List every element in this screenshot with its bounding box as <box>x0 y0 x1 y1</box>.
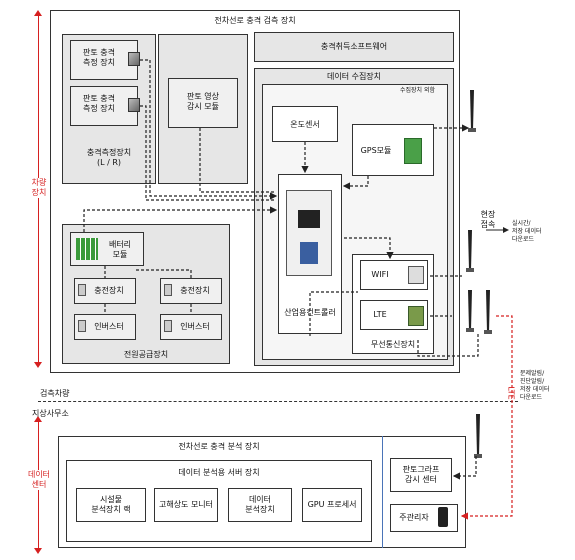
gpu-label: GPU 프로세서 <box>307 500 357 509</box>
wifi-label: WIFI <box>371 270 389 279</box>
gps-label: GPS모듈 <box>360 146 392 155</box>
analyzer-box: 데이터 분석장치 <box>228 488 292 522</box>
lte-label: LTE <box>373 310 387 319</box>
monitor-label: 고해상도 모니터 <box>158 500 214 509</box>
line-sensor1-controller <box>140 59 278 200</box>
sensor-2-icon <box>128 98 140 112</box>
video-module-label: 판토 영상 감시 모듈 <box>187 92 219 111</box>
analysis-divider <box>382 436 383 548</box>
impact-sensor-1-label: 판토 충격 측정 장치 <box>83 48 115 67</box>
section-divider <box>38 401 518 402</box>
datacenter-label: 데이터 센터 <box>24 470 54 490</box>
monitoring-center-label: 판토그라프 감시 센터 <box>402 465 440 484</box>
impact-sensor-2-label: 판토 충격 측정 장치 <box>83 94 115 113</box>
monitoring-center-box: 판토그라프 감시 센터 <box>390 458 452 492</box>
software-box <box>254 32 454 62</box>
controller-label: 산업용컨트롤러 <box>284 308 336 317</box>
datacenter-bracket-arrow-bottom <box>34 548 42 554</box>
vehicle-label: 차량 장치 <box>26 178 52 198</box>
antenna-site-icon <box>468 230 472 270</box>
battery-label: 배터리 모듈 <box>108 240 132 259</box>
wireless-label: 무선통신장치 <box>370 340 416 349</box>
rack-label: 시설물 분석장치 랙 <box>91 495 131 514</box>
vehicle-bracket-arrow-top <box>34 10 42 16</box>
analysis-device-title: 전차선로 충격 분석 장치 <box>178 442 260 451</box>
inverter-2-label: 인버스터 <box>180 322 210 331</box>
antenna-center-icon <box>476 414 480 456</box>
temp-sensor-label: 온도센서 <box>290 120 320 129</box>
charger-2-label: 충전장치 <box>180 286 210 295</box>
antenna-lte1-icon <box>468 290 472 330</box>
server-title: 데이터 분석용 서버 장치 <box>178 468 260 477</box>
rack-box: 시설물 분석장치 랙 <box>76 488 146 522</box>
sensor-1-icon <box>128 52 140 66</box>
controller-chip-icon <box>298 210 320 228</box>
daq-subtitle: 수집장치 외함 <box>400 87 436 94</box>
datacenter-bracket-arrow-top <box>34 416 42 422</box>
phone-icon <box>438 507 448 527</box>
impact-measure-group-label: 충격측정장치 (L / R) <box>86 148 132 167</box>
video-module-inner <box>168 78 238 128</box>
alarm-label: 문제알림/ 진단알림/ 저장 데이터 다운로드 <box>520 370 550 401</box>
software-label: 충격취득소프트웨어 <box>320 42 388 51</box>
lte-chip-icon <box>408 306 424 326</box>
monitor-box: 고해상도 모니터 <box>154 488 218 522</box>
charger-1-label: 충전장치 <box>94 286 124 295</box>
inverter-2-icon <box>164 320 172 332</box>
inverter-1-label: 인버스터 <box>94 322 124 331</box>
vehicle-bracket-arrow-bottom <box>34 362 42 368</box>
controller-chip2-icon <box>300 242 318 264</box>
inspection-vehicle-label: 검측차량 <box>40 389 70 398</box>
gps-chip-icon <box>404 138 422 164</box>
gpu-box: GPU 프로세서 <box>302 488 362 522</box>
charger-1 <box>74 278 136 304</box>
inverter-1-icon <box>78 320 86 332</box>
antennas <box>468 90 490 456</box>
antenna-gps-icon <box>470 90 474 130</box>
power-supply-label: 전원공급장치 <box>123 350 169 359</box>
ground-office-label: 지상사무소 <box>32 409 69 418</box>
site-access-label: 현장 접속 <box>480 210 496 229</box>
charger-2-icon <box>164 284 172 296</box>
analyzer-label: 데이터 분석장치 <box>245 495 275 514</box>
wifi-router-icon <box>408 266 424 284</box>
temp-sensor <box>272 106 338 142</box>
battery-icon <box>76 238 98 260</box>
daq-title: 데이터 수집장치 <box>326 72 382 81</box>
charger-1-icon <box>78 284 86 296</box>
vehicle-impact-device-title: 전차선로 충격 검측 장치 <box>214 16 296 25</box>
antenna-lte2-icon <box>486 290 490 332</box>
manager-label: 주관리자 <box>399 513 429 522</box>
realtime-label: 실시간/ 저장 데이터 다운로드 <box>512 220 542 243</box>
